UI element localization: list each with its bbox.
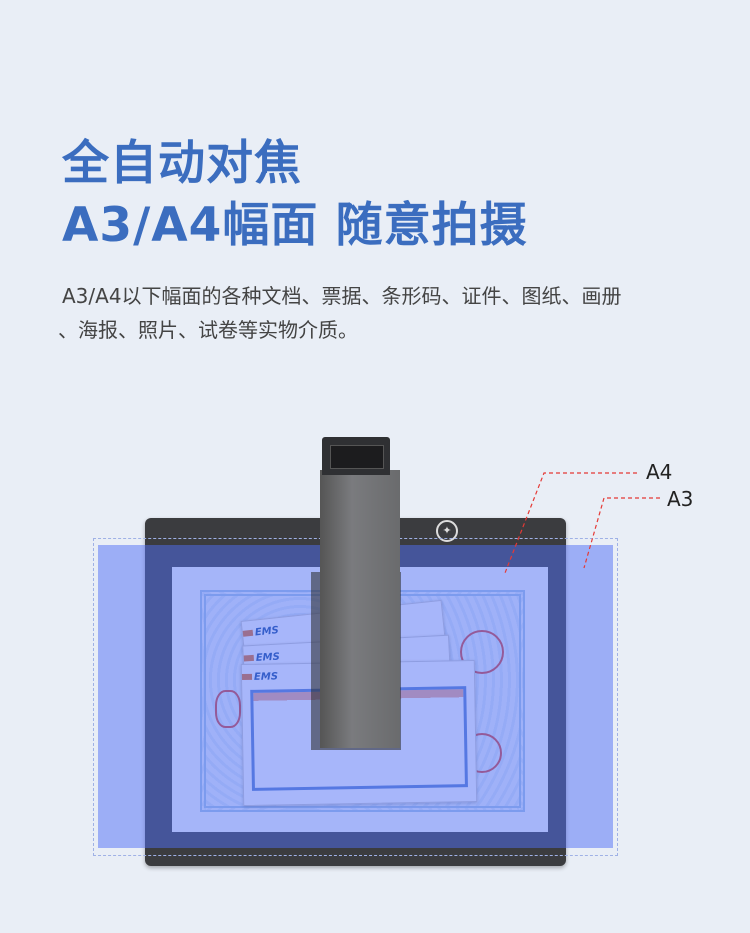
description-line-2: 、海报、照片、试卷等实物介质。: [58, 318, 358, 342]
light-bulb-icon: ✦: [436, 520, 458, 542]
heading-line-1: 全自动对焦: [62, 136, 302, 191]
a3-label: A3: [667, 487, 694, 511]
description-line-1: A3/A4以下幅面的各种文档、票据、条形码、证件、图纸、画册: [62, 284, 622, 308]
heading-line-2: A3/A4幅面 随意拍摄: [62, 198, 528, 253]
camera-lens-icon: [330, 445, 384, 469]
a3-guide-line: [583, 497, 660, 569]
a4-guide-line: [504, 472, 637, 574]
scanner-arm: [320, 470, 400, 748]
a4-label: A4: [646, 460, 673, 484]
